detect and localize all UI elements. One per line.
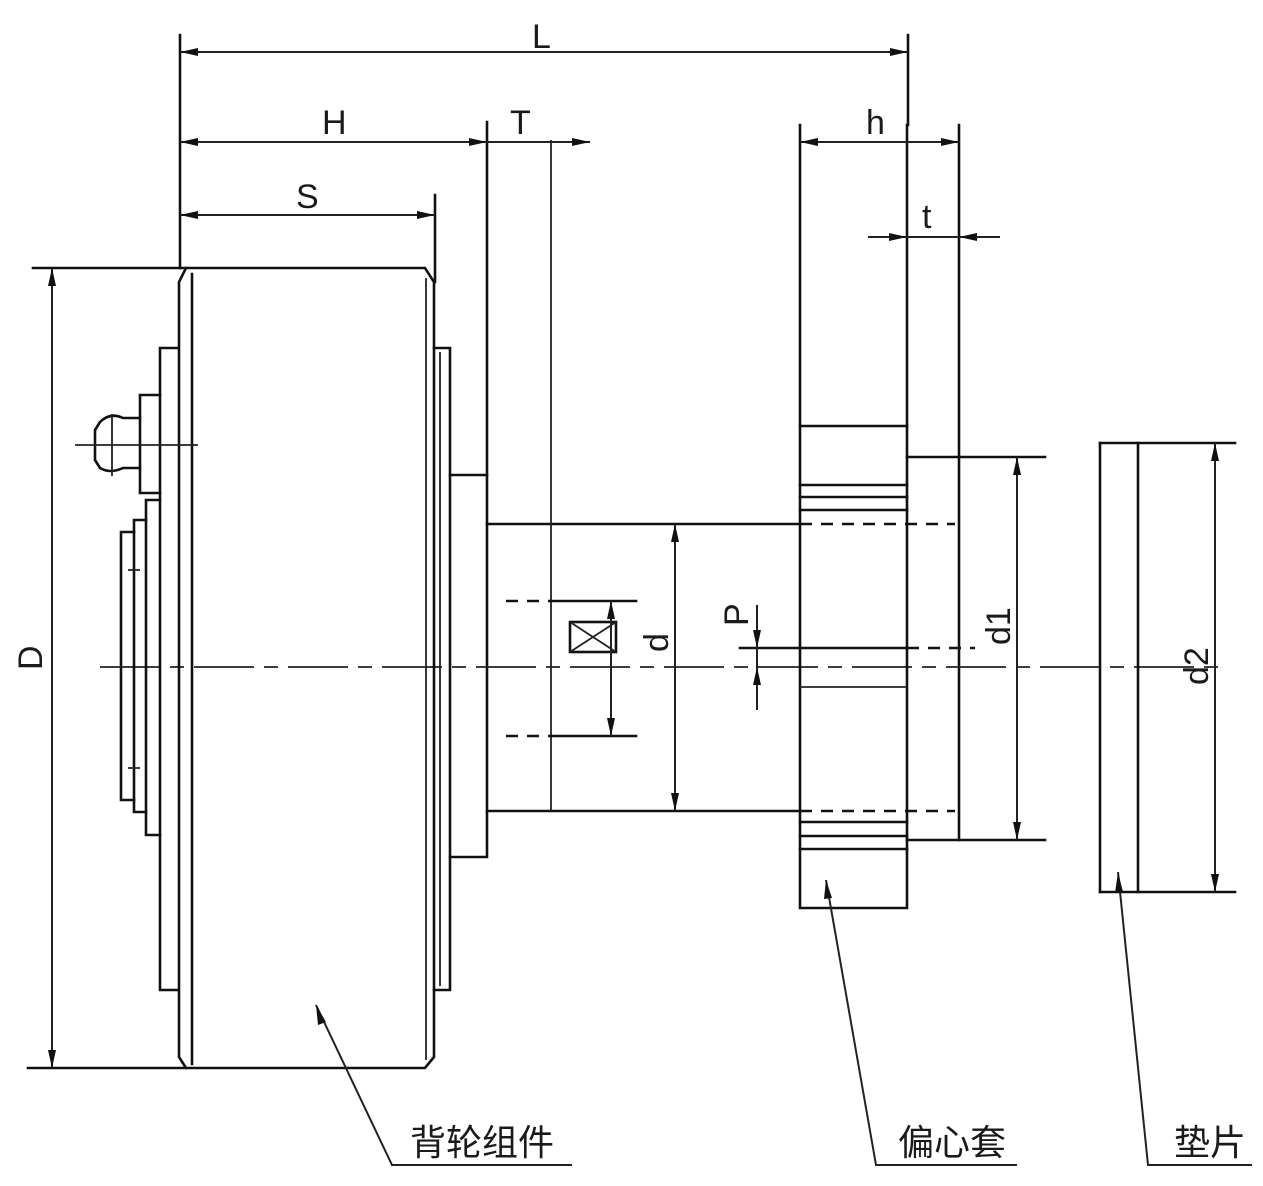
callout-label-shim: 垫片 (1174, 1123, 1246, 1164)
dim-label-L: L (532, 18, 551, 56)
dimension-d1: d1 (980, 457, 1021, 840)
dim-label-d: d (638, 633, 676, 652)
dim-label-h: h (866, 104, 885, 142)
dim-label-D: D (12, 645, 50, 670)
back-wheel-body (75, 266, 489, 1070)
dim-label-P: P (718, 603, 756, 626)
dim-label-S: S (296, 178, 319, 216)
dimension-P: P (718, 603, 761, 710)
shaft (485, 140, 802, 813)
dimension-H: H T (180, 104, 590, 477)
eccentric-sleeve-body (738, 123, 1047, 910)
dim-label-T: T (510, 104, 531, 142)
dim-label-d2: d2 (1178, 647, 1216, 685)
callout-label-eccentric-sleeve: 偏心套 (898, 1123, 1006, 1164)
dimension-t: t (868, 198, 1000, 241)
dimension-L: L (178, 18, 910, 270)
dimension-D: D (12, 266, 188, 1070)
callout-eccentric-sleeve: 偏心套 (824, 879, 1017, 1166)
callout-label-back-wheel-assembly: 背轮组件 (410, 1123, 554, 1164)
dimension-S: S (180, 178, 437, 284)
dimension-d2: d2 (1178, 443, 1219, 892)
dim-label-H: H (322, 104, 347, 142)
dimension-h: h (800, 104, 959, 146)
dim-label-t: t (922, 198, 932, 236)
callout-back-wheel-assembly: 背轮组件 (315, 1004, 572, 1166)
dimension-d: d (607, 524, 679, 811)
dim-label-d1: d1 (980, 607, 1018, 645)
callout-shim: 垫片 (1115, 871, 1252, 1166)
